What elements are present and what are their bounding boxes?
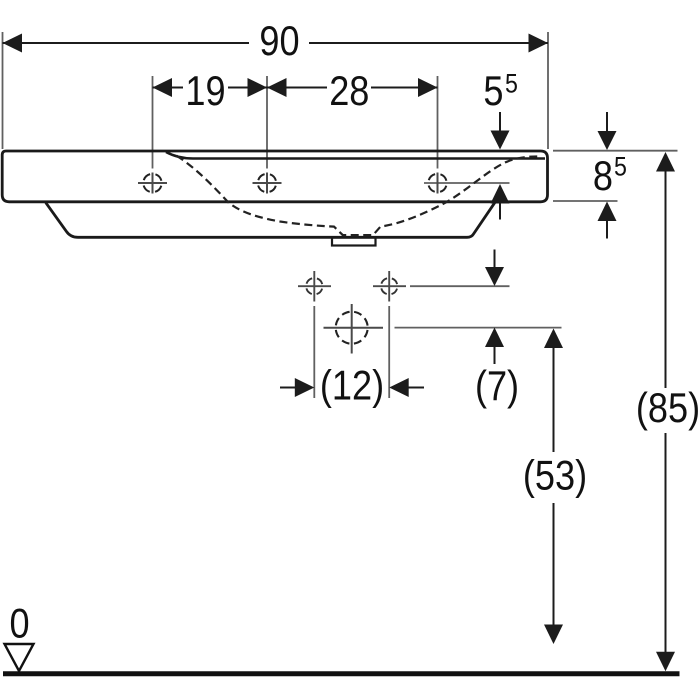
svg-text:5: 5 bbox=[505, 69, 518, 99]
svg-text:90: 90 bbox=[259, 19, 299, 65]
svg-text:5: 5 bbox=[614, 152, 627, 182]
svg-text:19: 19 bbox=[185, 69, 225, 115]
svg-text:(53): (53) bbox=[523, 453, 587, 499]
svg-text:28: 28 bbox=[329, 69, 369, 115]
svg-text:8: 8 bbox=[593, 154, 613, 200]
svg-text:0: 0 bbox=[9, 601, 29, 647]
svg-text:(85): (85) bbox=[636, 386, 700, 432]
svg-text:(7): (7) bbox=[475, 364, 519, 410]
svg-text:5: 5 bbox=[483, 69, 503, 115]
svg-text:(12): (12) bbox=[320, 363, 384, 409]
